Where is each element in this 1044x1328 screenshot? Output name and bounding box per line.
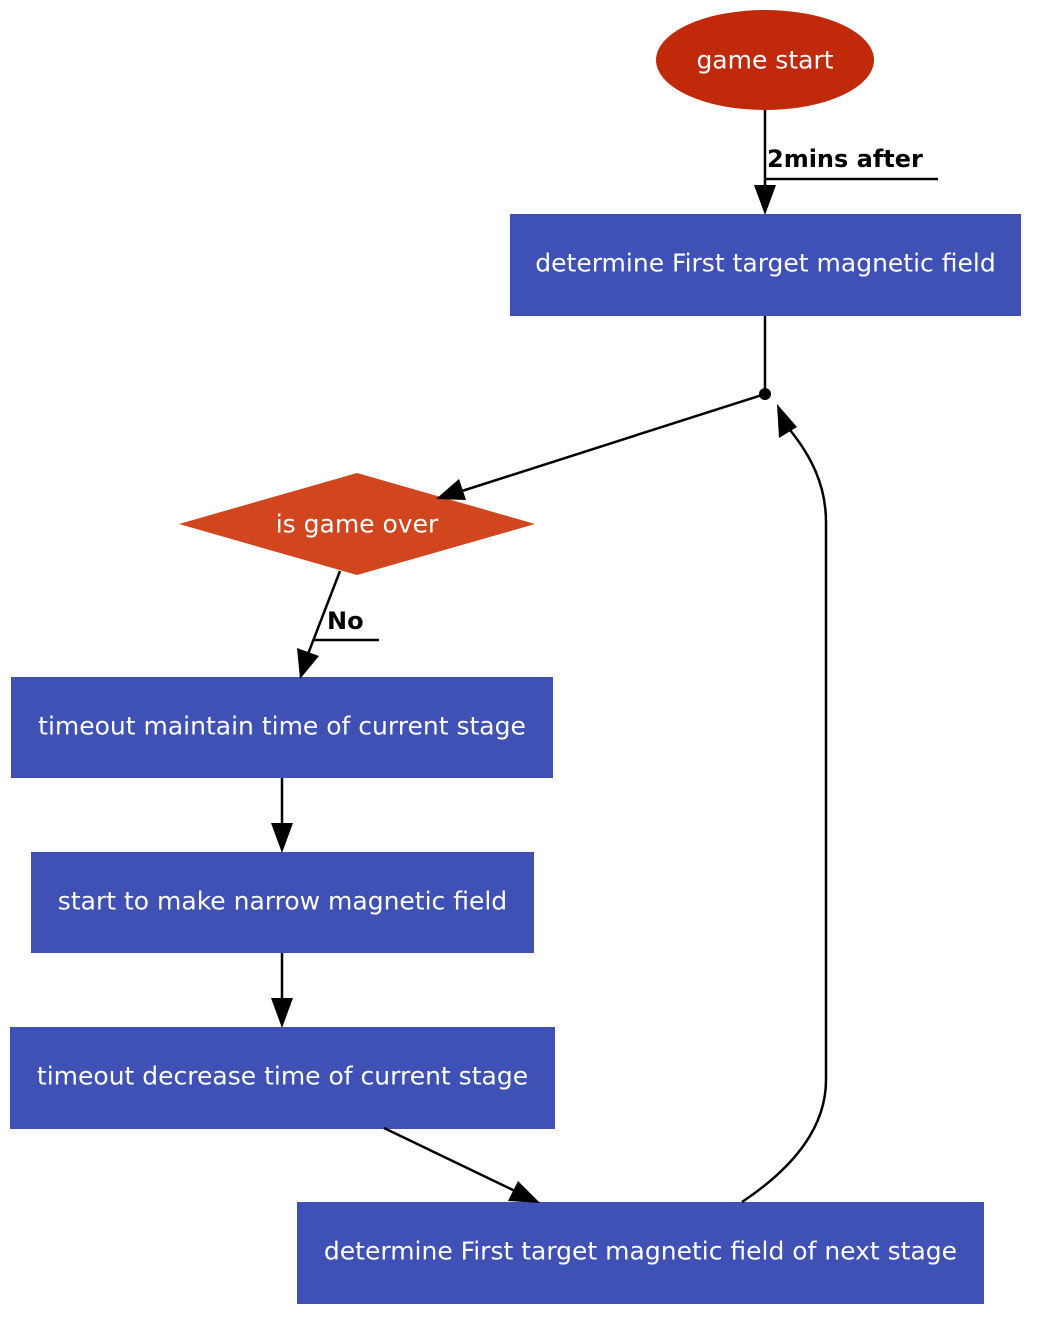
arrowhead (777, 404, 797, 438)
edge-label-no: No (327, 607, 364, 635)
node-timeout-decrease[interactable]: timeout decrease time of current stage (10, 1027, 555, 1129)
edge-game-start-to-determine-first: 2mins after (754, 110, 938, 215)
edge-timeout-decrease-to-determine-next (383, 1126, 540, 1203)
node-start-narrow-shape (31, 852, 534, 953)
arrowhead (436, 479, 466, 500)
edge-timeout-maintain-to-start-narrow (271, 778, 293, 853)
node-is-game-over[interactable]: is game over (179, 473, 535, 575)
edge-label-2mins-after: 2mins after (767, 145, 923, 173)
edge-determine-first-to-junction (759, 316, 771, 400)
node-timeout-maintain[interactable]: timeout maintain time of current stage (11, 677, 553, 778)
node-determine-next-stage-label: determine First target magnetic field of… (324, 1237, 957, 1266)
node-determine-first-target-label: determine First target magnetic field (535, 249, 995, 278)
edge-line (741, 429, 828, 1204)
arrowhead (271, 998, 293, 1028)
edge-is-game-over-to-timeout-maintain: No (297, 570, 379, 679)
edge-junction-to-is-game-over (436, 392, 766, 500)
edge-determine-next-to-junction (741, 404, 828, 1204)
node-timeout-maintain-label: timeout maintain time of current stage (38, 712, 526, 741)
node-start-narrow[interactable]: start to make narrow magnetic field (31, 852, 534, 953)
arrowhead (271, 823, 293, 853)
node-determine-first-target[interactable]: determine First target magnetic field (510, 214, 1021, 316)
edge-start-narrow-to-timeout-decrease (271, 953, 293, 1028)
node-determine-next-stage-shape (297, 1202, 984, 1304)
edge-line (383, 1126, 516, 1193)
node-timeout-decrease-shape (10, 1027, 555, 1129)
edge-line (461, 392, 766, 493)
node-timeout-maintain-shape (11, 677, 553, 778)
node-determine-next-stage[interactable]: determine First target magnetic field of… (297, 1202, 984, 1304)
node-is-game-over-label: is game over (276, 510, 439, 539)
arrowhead (754, 185, 776, 215)
edge-line (306, 570, 342, 655)
node-start-narrow-label: start to make narrow magnetic field (58, 887, 507, 916)
node-game-start-shape (656, 10, 874, 110)
node-game-start-label: game start (696, 46, 833, 75)
arrowhead (297, 648, 319, 679)
node-determine-first-target-shape (510, 214, 1021, 316)
node-game-start[interactable]: game start (656, 10, 874, 110)
arrowhead (508, 1181, 540, 1203)
node-timeout-decrease-label: timeout decrease time of current stage (37, 1062, 528, 1091)
